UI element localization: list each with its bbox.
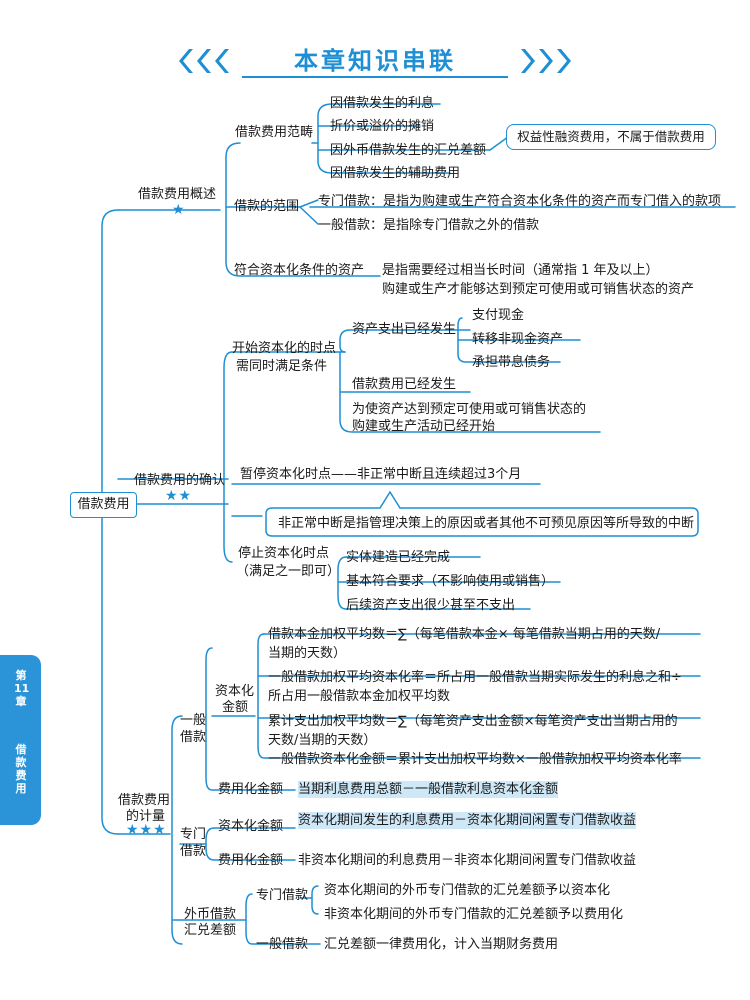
asset-expense-item: 承担带息债务 — [472, 355, 551, 370]
overview-label: 借款费用概述 — [138, 187, 217, 202]
formula-rate-1: 一般借款加权平均资本化率＝所占用一般借款当期实际发生的利息之和÷ — [268, 670, 682, 685]
asset-expense-item: 转移非现金资产 — [472, 332, 564, 347]
scope-label: 借款费用范畴 — [235, 125, 314, 140]
scope-item: 折价或溢价的摊销 — [330, 119, 435, 134]
fx-general-item: 汇兑差额一律费用化，计入当期财务费用 — [324, 937, 559, 952]
general-loan-label-1: 一般 — [180, 713, 207, 728]
root-node: 借款费用 — [70, 492, 137, 518]
formula-rate-2: 所占用一般借款本金加权平均数 — [268, 689, 451, 704]
general-capitalized-label-1: 资本化 — [215, 684, 255, 699]
left-chevron-decoration — [179, 49, 229, 73]
measurement-label-2: 的计量 — [126, 809, 166, 824]
pause-callout-frame — [265, 490, 699, 537]
qualifying-asset-desc-2: 购建或生产才能够达到预定可使用或可销售状态的资产 — [382, 282, 695, 297]
stop-condition: 实体建造已经完成 — [346, 550, 451, 565]
title-banner-frame — [242, 76, 508, 78]
fx-general-label: 一般借款 — [256, 937, 309, 952]
stop-condition: 后续资产支出很少甚至不支出 — [346, 598, 516, 613]
special-expensed-formula: 非资本化期间的利息费用－非资本化期间闲置专门借款收益 — [298, 853, 637, 868]
formula-general-capitalized: 一般借款资本化金额＝累计支出加权平均数×一般借款加权平均资本化率 — [268, 752, 682, 767]
special-expensed-label: 费用化金额 — [218, 853, 284, 868]
chapter-label: 第11章 — [14, 669, 30, 708]
general-capitalized-label-2: 金额 — [222, 700, 249, 715]
measurement-stars: ★★★ — [126, 822, 167, 838]
page-title: 本章知识串联 — [294, 47, 456, 75]
special-loan-label-1: 专门 — [180, 827, 207, 842]
qualifying-asset-label: 符合资本化条件的资产 — [234, 263, 365, 278]
right-chevron-decoration — [521, 49, 571, 73]
asset-expense-item: 支付现金 — [472, 308, 525, 323]
fx-special-item: 资本化期间的外币专门借款的汇兑差额予以资本化 — [324, 883, 611, 898]
special-capitalized-formula: 资本化期间发生的利息费用－资本化期间闲置专门借款收益 — [298, 812, 637, 829]
asset-expense-label: 资产支出已经发生 — [352, 322, 457, 337]
borrowing-cost-incurred: 借款费用已经发生 — [352, 377, 457, 392]
special-loan-label-2: 借款 — [180, 844, 207, 859]
measurement-label-1: 借款费用 — [118, 793, 171, 808]
chapter-side-tab: 第11章 借款费用 — [0, 655, 41, 825]
pause-point: 暂停资本化时点——非正常中断且连续超过3个月 — [240, 467, 522, 482]
activity-started-2: 购建或生产活动已经开始 — [352, 419, 496, 434]
fx-label-1: 外币借款 — [184, 907, 237, 922]
chapter-subject: 借款费用 — [15, 743, 27, 795]
scope-item: 因外币借款发生的汇兑差额 — [330, 143, 487, 158]
scope-item: 因借款发生的利息 — [330, 96, 435, 111]
pause-callout: 非正常中断是指管理决策上的原因或者其他不可预见原因等所导致的中断 — [278, 516, 695, 531]
recognition-label: 借款费用的确认 — [134, 473, 226, 488]
general-loan-definition: 一般借款：是指除专门借款之外的借款 — [318, 218, 540, 233]
loan-range-label: 借款的范围 — [234, 199, 300, 214]
scope-callout: 权益性融资费用，不属于借款费用 — [506, 124, 716, 150]
general-expensed-label: 费用化金额 — [218, 782, 284, 797]
overview-stars: ★ — [172, 202, 186, 218]
fx-special-item: 非资本化期间的外币专门借款的汇兑差额予以费用化 — [324, 907, 624, 922]
stop-label-2: （满足之一即可） — [236, 564, 341, 579]
formula-principal-weighted-1: 借款本金加权平均数＝∑（每笔借款本金× 每笔借款当期占用的天数/ — [268, 627, 661, 642]
title-banner: 本章知识串联 — [240, 42, 510, 80]
start-label-2: 需同时满足条件 — [236, 359, 328, 374]
formula-expenditure-weighted-1: 累计支出加权平均数＝∑（每笔资产支出金额×每笔资产支出当期占用的 — [268, 714, 678, 729]
start-label-1: 开始资本化的时点 — [232, 341, 337, 356]
fx-label-2: 汇兑差额 — [184, 923, 237, 938]
activity-started-1: 为使资产达到预定可使用或可销售状态的 — [352, 402, 587, 417]
general-expensed-formula: 当期利息费用总额－一般借款利息资本化金额 — [298, 781, 559, 798]
recognition-stars: ★★ — [165, 488, 193, 504]
scope-item: 因借款发生的辅助费用 — [330, 166, 461, 181]
qualifying-asset-desc-1: 是指需要经过相当长时间（通常指 1 年及以上） — [382, 263, 659, 278]
stop-condition: 基本符合要求（不影响使用或销售） — [346, 574, 555, 589]
special-capitalized-label: 资本化金额 — [218, 819, 284, 834]
general-loan-label-2: 借款 — [180, 730, 207, 745]
formula-expenditure-weighted-2: 天数/当期的天数） — [268, 733, 377, 748]
fx-special-label: 专门借款 — [256, 888, 309, 903]
formula-principal-weighted-2: 当期的天数） — [268, 646, 347, 661]
special-loan-definition: 专门借款：是指为购建或生产符合资本化条件的资产而专门借入的款项 — [318, 194, 722, 209]
stop-label-1: 停止资本化时点 — [238, 546, 330, 561]
